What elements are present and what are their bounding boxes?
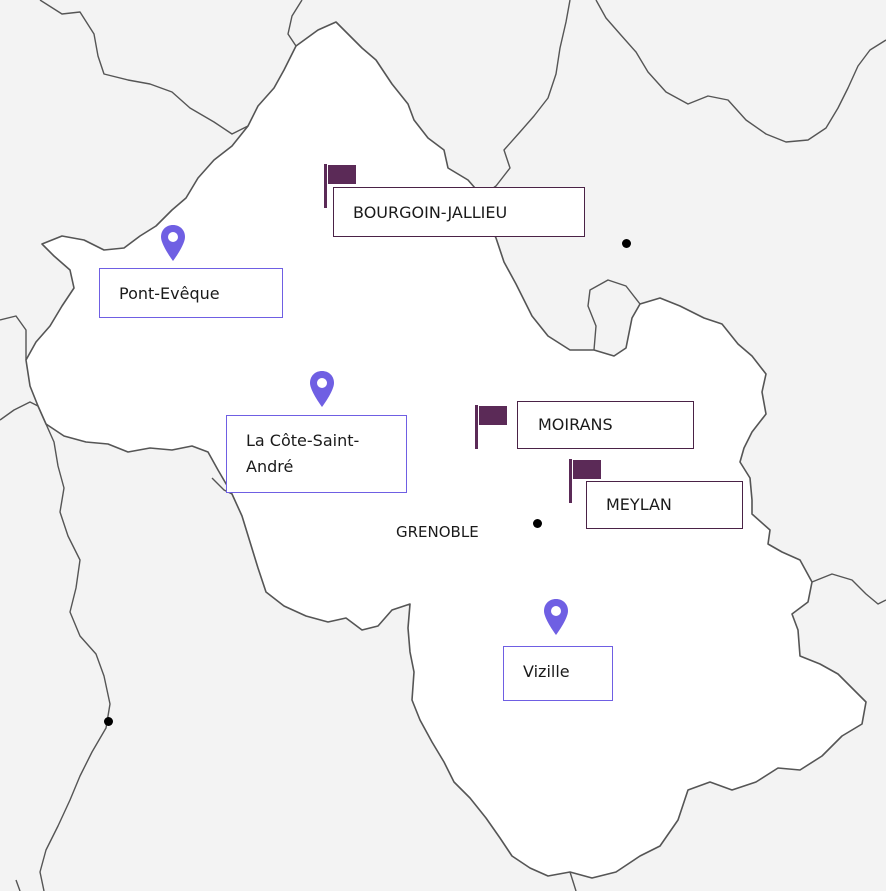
label-text: MOIRANS [538, 415, 613, 434]
label-text: Vizille [523, 662, 570, 681]
label-pont-eveque[interactable]: Pont-Evêque [99, 268, 283, 318]
city-dot-grenoble [533, 519, 542, 528]
label-text: BOURGOIN-JALLIEU [353, 203, 508, 222]
city-dot-northeast [622, 239, 631, 248]
department-area [25, 21, 867, 879]
label-meylan[interactable]: MEYLAN [586, 481, 743, 529]
label-text: Pont-Evêque [119, 284, 220, 303]
label-la-cote-saint-andre[interactable]: La Côte-Saint- André [226, 415, 407, 493]
label-vizille[interactable]: Vizille [503, 646, 613, 701]
label-text-line1: La Côte-Saint- [246, 431, 360, 450]
pin-icon[interactable] [160, 224, 186, 262]
label-text-line2: André [246, 457, 294, 476]
flag-icon[interactable] [473, 403, 509, 451]
flag-icon[interactable] [567, 457, 603, 505]
label-moirans[interactable]: MOIRANS [517, 401, 694, 449]
pin-icon[interactable] [309, 370, 335, 408]
flag-icon[interactable] [322, 162, 358, 210]
label-text: MEYLAN [606, 495, 672, 514]
label-grenoble: GRENOBLE [396, 523, 479, 541]
city-dot-west [104, 717, 113, 726]
pin-icon[interactable] [543, 598, 569, 636]
label-bourgoin-jallieu[interactable]: BOURGOIN-JALLIEU [333, 187, 585, 237]
